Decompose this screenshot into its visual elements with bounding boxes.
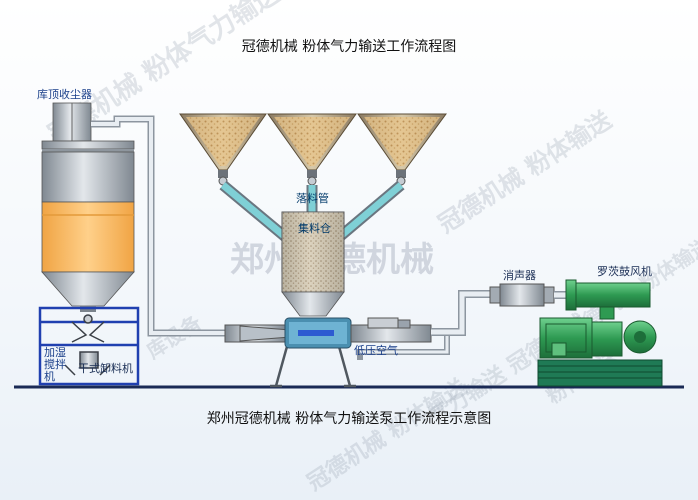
silo-cone [41,271,135,307]
roots-blower [539,279,657,359]
page-title: 冠德机械 粉体气力输送工作流程图 [241,39,457,55]
label-dust-collector: 库顶收尘器 [37,88,92,101]
collector-bin-cone [281,291,345,317]
conveying-pump [224,317,450,360]
silencer [489,283,555,307]
label-drop-pipe: 落料管 [296,192,329,205]
label-low-pressure-air: 低压空气 [354,344,398,357]
hopper-1 [179,113,267,186]
diagram-caption: 郑州冠德机械 粉体气力输送泵工作流程示意图 [206,411,492,427]
unloader-mechanism [64,314,111,376]
label-roots-blower: 罗茨鼓风机 [597,265,652,278]
label-collector-bin: 集料仓 [298,222,331,235]
silo-powder [41,201,135,273]
silo-body-upper [41,151,135,203]
silo-top-cone [41,140,135,150]
hopper-3 [357,113,447,186]
silo-roof [42,149,134,152]
blower-base [537,359,663,387]
label-silencer: 消声器 [503,269,536,282]
hopper-2 [267,113,357,186]
label-dry-unloader: 干式卸料机 [78,362,133,375]
label-humidifier-mixer: 加湿 搅拌 机 [44,346,66,383]
